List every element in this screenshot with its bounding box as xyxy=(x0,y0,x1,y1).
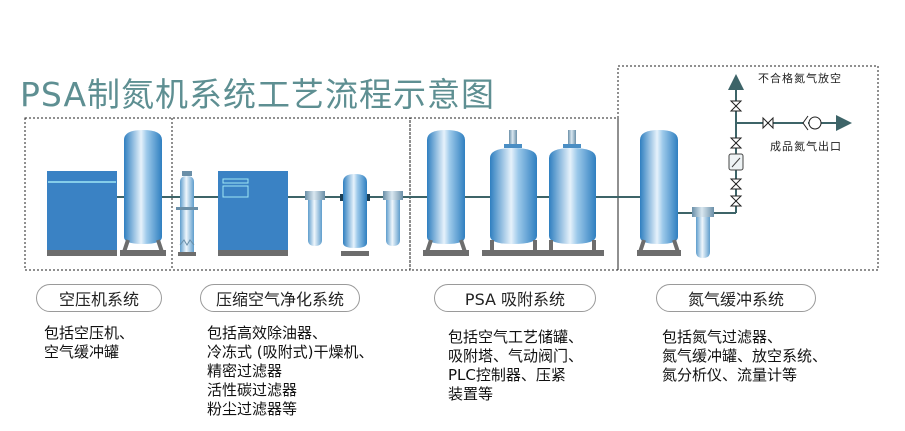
activated-carbon-tank-icon xyxy=(340,174,370,256)
description-line: 氮分析仪、流量计等 xyxy=(662,366,798,384)
description-line: 冷冻式 (吸附式)干燥机、 xyxy=(207,343,374,361)
description-line: 装置等 xyxy=(448,385,494,403)
air-compressor-icon xyxy=(47,171,124,256)
vent-label: 不合格氮气放空 xyxy=(758,72,842,85)
adsorption-base xyxy=(482,250,604,256)
description-line: 粉尘过滤器等 xyxy=(207,400,298,418)
description-line: 氮气缓冲罐、放空系统、 xyxy=(662,347,828,365)
dust-filter-icon xyxy=(383,191,403,246)
precision-filter-icon xyxy=(305,191,325,246)
description-line: 包括空压机、 xyxy=(44,324,135,342)
adsorption-tower-b-icon xyxy=(549,130,596,252)
adsorption-tower-a-icon xyxy=(490,130,537,252)
section-border-nitrogen-buffer xyxy=(617,65,879,271)
section-pill-air-compressor: 空压机系统 xyxy=(36,284,162,312)
air-process-tank-icon xyxy=(423,130,469,256)
air-buffer-tank-icon xyxy=(120,130,166,256)
section-description-purification: 包括高效除油器、 冷冻式 (吸附式)干燥机、 精密过滤器 活性碳过滤器 粉尘过滤… xyxy=(207,324,373,419)
section-borders xyxy=(24,65,879,271)
description-line: PLC控制器、压紧 xyxy=(448,366,566,384)
description-line: 包括氮气过滤器、 xyxy=(662,328,783,346)
nitrogen-filter-icon xyxy=(692,207,714,258)
section-description-psa: 包括空气工艺储罐、 吸附塔、气动阀门、 PLC控制器、压紧 装置等 xyxy=(448,328,583,404)
section-pill-psa: PSA 吸附系统 xyxy=(434,284,596,312)
section-description-nitrogen-buffer: 包括氮气过滤器、 氮气缓冲罐、放空系统、 氮分析仪、流量计等 xyxy=(662,328,827,385)
description-line: 空气缓冲罐 xyxy=(44,343,120,361)
description-line: 活性碳过滤器 xyxy=(207,381,298,399)
description-line: 精密过滤器 xyxy=(207,362,283,380)
outlet-label: 成品氮气出口 xyxy=(770,140,842,153)
check-valve-icon xyxy=(802,115,822,131)
nitrogen-buffer-tank-icon xyxy=(637,130,681,256)
description-line: 吸附塔、气动阀门、 xyxy=(448,347,584,365)
section-pill-nitrogen-buffer: 氮气缓冲系统 xyxy=(656,284,816,312)
oil-remover-icon xyxy=(176,171,198,256)
refrigerated-dryer-icon xyxy=(218,171,288,256)
diagram-title: PSA制氮机系统工艺流程示意图 xyxy=(20,75,496,114)
flow-meter-icon xyxy=(728,153,744,171)
description-line: 包括空气工艺储罐、 xyxy=(448,328,584,346)
valve-icon xyxy=(729,100,774,207)
section-pill-purification: 压缩空气净化系统 xyxy=(200,284,360,312)
description-line: 包括高效除油器、 xyxy=(207,324,328,342)
section-description-air-compressor: 包括空压机、 空气缓冲罐 xyxy=(44,324,134,362)
